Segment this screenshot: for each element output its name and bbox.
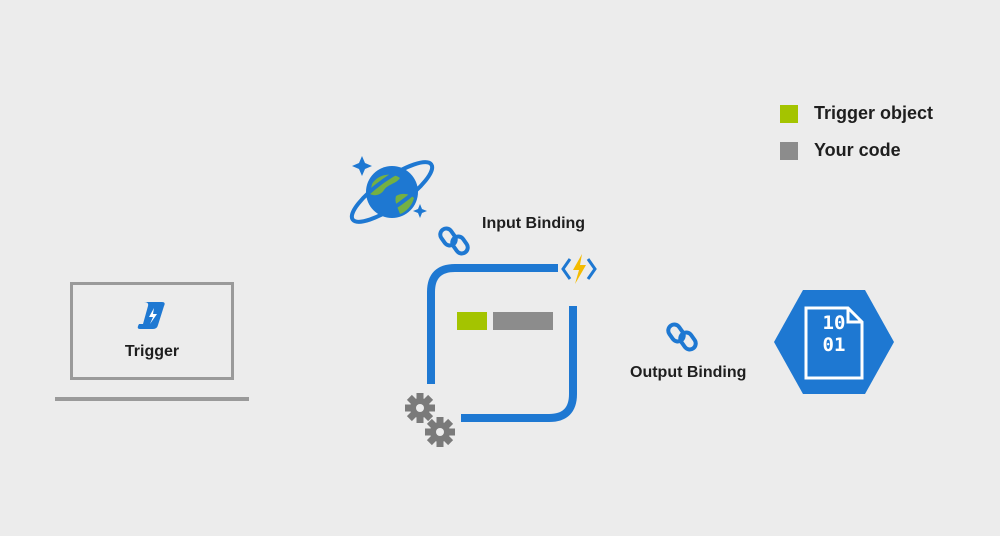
legend-label-your-code: Your code [814,140,901,160]
input-binding-label: Input Binding [482,215,586,232]
your-code-block [493,312,553,330]
trigger-label: Trigger [124,343,180,360]
legend-label-trigger-object: Trigger object [814,103,934,123]
laptop-screen: Trigger [70,282,234,380]
laptop-base [55,397,249,401]
gears-icon [405,393,455,447]
legend-your-code: Your code [780,140,901,161]
blob-bits-line2: 01 [822,334,846,356]
blob-storage-icon [774,290,894,394]
link-icon [438,226,470,256]
output-binding-label: Output Binding [630,364,747,381]
blob-bits: 10 01 [804,312,864,356]
trigger-object-swatch [780,104,798,123]
link-icon [666,322,698,352]
legend-trigger-object: Trigger object [780,103,933,124]
trigger-scroll-icon [137,302,165,329]
function-frame [427,264,577,422]
blob-bits-line1: 10 [822,312,846,334]
cosmos-db-icon [349,156,435,224]
trigger-object-block [457,312,487,330]
azure-function-icon [561,254,597,284]
your-code-swatch [780,141,798,160]
